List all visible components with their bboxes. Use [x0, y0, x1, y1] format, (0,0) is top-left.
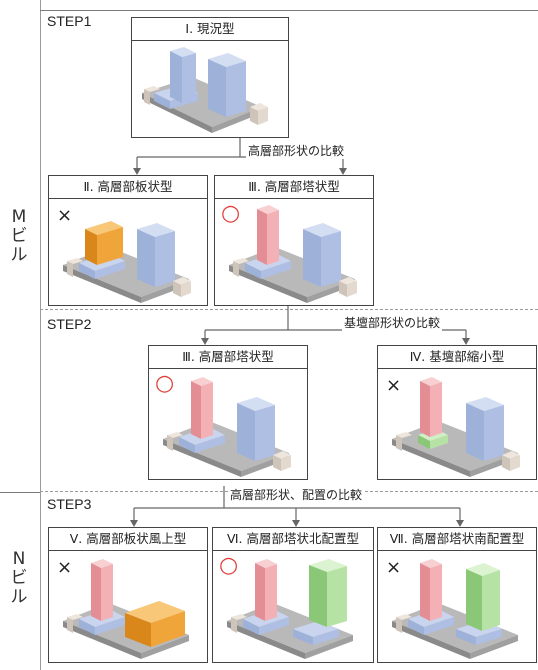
- model-box-4: Ⅲ. 高層部塔状型 ○: [148, 345, 308, 480]
- top-border: [40, 10, 538, 11]
- model-box-5: Ⅳ. 基壇部縮小型 ×: [377, 345, 537, 480]
- building-model-illustration: [392, 559, 518, 659]
- mark-x: ×: [386, 557, 402, 578]
- building-model-illustration: [142, 47, 268, 133]
- model-box-title: Ⅶ. 高層部塔状南配置型: [378, 528, 536, 551]
- model-box-title: Ⅳ. 基壇部縮小型: [378, 346, 536, 369]
- connector-label-high-rise-shape: 高層部形状の比較: [246, 142, 347, 159]
- model-box-title: Ⅴ. 高層部板状風上型: [49, 528, 207, 551]
- sidebar-divider: [40, 0, 41, 670]
- building-model-illustration: [163, 377, 291, 477]
- building-model-illustration: [392, 377, 520, 477]
- step3-label: STEP3: [47, 496, 92, 512]
- model-box-title: Ⅲ. 高層部塔状型: [149, 346, 307, 369]
- building-model-illustration: [63, 559, 189, 659]
- building-model-illustration: [229, 205, 357, 303]
- model-box-1: Ⅰ. 現況型: [131, 17, 289, 138]
- step1-label: STEP1: [47, 13, 92, 29]
- m-building-label: Mビル: [10, 207, 28, 265]
- mark-x: ×: [57, 205, 73, 226]
- building-model-illustration: [227, 559, 353, 659]
- n-building-label: Nビル: [10, 549, 28, 607]
- sidebar: Mビル Nビル: [0, 0, 41, 670]
- building-model-illustration: [63, 221, 191, 303]
- model-box-title: Ⅰ. 現況型: [132, 18, 288, 41]
- mark-o: ○: [155, 371, 175, 396]
- mark-o: ○: [221, 201, 241, 226]
- model-box-title: Ⅲ. 高層部塔状型: [215, 176, 373, 199]
- model-box-8: Ⅶ. 高層部塔状南配置型 ×: [377, 527, 537, 663]
- sidebar-section-divider: [0, 492, 40, 493]
- model-box-title: Ⅱ. 高層部板状型: [49, 176, 207, 199]
- model-box-2: Ⅱ. 高層部板状型 ×: [48, 175, 208, 306]
- connector-label-shape-placement: 高層部形状、配置の比較: [228, 486, 365, 503]
- model-box-6: Ⅴ. 高層部板状風上型 ×: [48, 527, 208, 663]
- connector-label-podium-shape: 基壇部形状の比較: [342, 314, 443, 331]
- model-box-title: Ⅵ. 高層部塔状北配置型: [213, 528, 373, 551]
- mark-x: ×: [57, 557, 73, 578]
- model-box-7: Ⅵ. 高層部塔状北配置型 ○: [212, 527, 374, 663]
- model-box-3: Ⅲ. 高層部塔状型 ○: [214, 175, 374, 306]
- mark-o: ○: [219, 553, 239, 578]
- step2-separator: [40, 309, 538, 310]
- step2-label: STEP2: [47, 316, 92, 332]
- mark-x: ×: [386, 375, 402, 396]
